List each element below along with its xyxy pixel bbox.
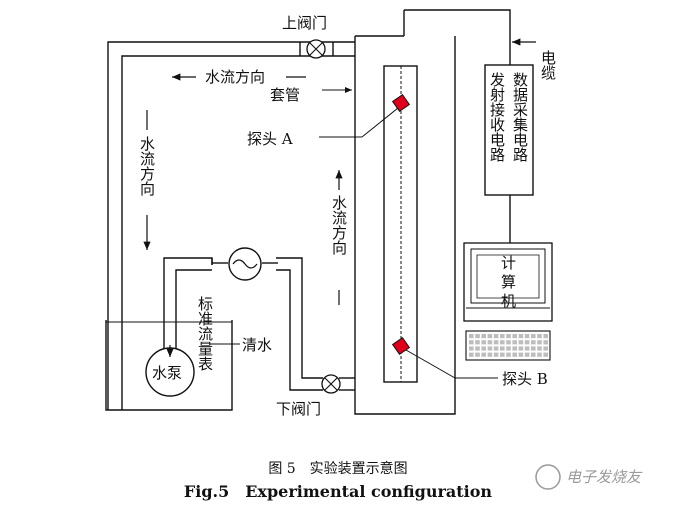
keyboard-key [493,334,499,339]
keyboard-key [481,346,486,351]
keyboard-key [506,334,511,339]
keyboard-key [524,346,530,351]
keyboard-key [524,352,530,357]
probe-b-label: 探头 B [502,370,548,388]
keyboard-key [475,340,480,345]
keyboard-key [487,334,493,339]
keyboard-key [493,340,499,345]
probe-a-icon [391,93,411,113]
keyboard-key [493,346,499,351]
daq-box [484,64,534,243]
keyboard-key [506,352,511,357]
pump-icon [145,345,195,397]
keyboard-key [537,352,542,357]
keyboard-key [481,334,486,339]
upper-valve-label: 上阀门 [282,14,327,32]
keyboard-key [493,352,499,357]
keyboard-key [506,346,511,351]
flow-direction-top-label: 水流方向 [205,68,265,86]
keyboard-key [537,334,542,339]
keyboard-key [500,334,505,339]
keyboard-key [512,340,517,345]
keyboard-key [506,340,511,345]
keyboard-key [537,346,542,351]
keyboard-key [487,352,493,357]
keyboard-key [512,346,517,351]
upper-valve-icon [299,39,334,59]
keyboard-key [481,352,486,357]
inner-test-pipe [383,65,418,383]
daq-label-col2: 数据采集电路 [511,72,529,162]
keyboard-key [481,340,486,345]
cable-label: 电缆 [539,50,557,81]
keyboard-key [531,334,536,339]
computer-label-2: 算 [501,273,516,291]
keyboard-key [537,340,542,345]
caption-chinese: 图 5 实验装置示意图 [268,460,407,477]
keyboard-key [543,334,548,339]
pump-label: 水泵 [152,364,182,382]
keyboard-key [512,352,517,357]
keyboard-key [518,346,524,351]
flow-direction-right-label: 水流方向 [330,195,348,255]
daq-label-col1: 发射接收电路 [488,72,506,162]
keyboard-key [543,346,548,351]
left-return-pipe [107,41,355,410]
keyboard-key [500,352,505,357]
keyboard-key [512,334,517,339]
keyboard-key [518,352,524,357]
casing-label: 套管 [270,86,300,104]
keyboard-key [475,346,480,351]
keyboard-key [543,352,548,357]
clear-water-label: 清水 [242,336,272,354]
flowmeter-icon [228,247,262,281]
keyboard-key [469,352,474,357]
computer-icon [463,242,553,322]
lower-valve-icon [321,374,341,394]
casing-tube [354,10,456,415]
keyboard-key [469,340,474,345]
keyboard-key [487,340,493,345]
flowmeter-label: 标准流量表 [196,296,214,371]
keyboard-key [518,334,524,339]
lower-valve-label: 下阀门 [276,400,321,418]
leader-lines [106,87,498,379]
keyboard-key [531,346,536,351]
probe-a-label: 探头 A [247,130,293,148]
caption-english: Fig.5 Experimental configuration [184,482,493,501]
keyboard-key [487,346,493,351]
flow-arrows [143,73,343,305]
flowmeter-loop [163,257,355,391]
keyboard-key [531,340,536,345]
flow-direction-left-label: 水流方向 [138,136,156,196]
keyboard-key [500,340,505,345]
keyboard-icon [465,330,551,361]
watermark-text: 电子发烧友 [566,468,643,486]
keyboard-key [475,352,480,357]
computer-label-3: 机 [501,292,516,310]
keyboard-key [524,334,530,339]
keyboard-key [500,346,505,351]
watermark-logo: 电子发烧友 [535,464,643,490]
probe-b-icon [391,336,411,356]
keyboard-key [469,346,474,351]
keyboard-key [469,334,474,339]
keyboard-key [524,340,530,345]
keyboard-key [531,352,536,357]
cable [404,9,536,65]
computer-label-1: 计 [501,254,516,272]
keyboard-key [543,340,548,345]
keyboard-key [518,340,524,345]
keyboard-key [475,334,480,339]
